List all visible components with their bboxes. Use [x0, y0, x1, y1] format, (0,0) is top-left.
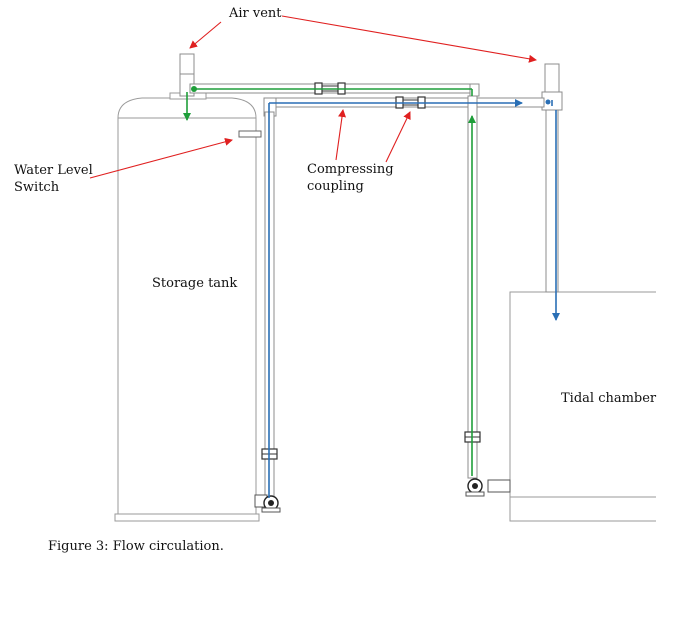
- air-vent-label: Air vent: [228, 6, 282, 21]
- tidal-chamber: [509, 291, 656, 522]
- water-level-switch-label-line1: Water Level: [14, 163, 93, 178]
- storage-tank: [114, 92, 262, 522]
- water-level-switch-label-line2: Switch: [14, 180, 60, 195]
- compressing-coupling-label-line1: Compressing: [307, 162, 394, 177]
- green-flow-path: [183, 86, 476, 476]
- water-level-switch: [238, 130, 262, 138]
- annotation-arrows: [89, 15, 537, 179]
- pump-icon: [465, 478, 511, 497]
- blue-flow-path: [268, 99, 560, 498]
- figure-caption: Figure 3: Flow circulation.: [48, 539, 224, 554]
- upper-pipe-blue: [263, 97, 545, 117]
- pump-icon: [254, 494, 281, 513]
- tidal-chamber-label: Tidal chamber: [561, 391, 657, 406]
- tidal-chamber-vent: [541, 63, 563, 293]
- storage-tank-label: Storage tank: [152, 276, 237, 291]
- compressing-coupling-label-line2: coupling: [307, 179, 364, 194]
